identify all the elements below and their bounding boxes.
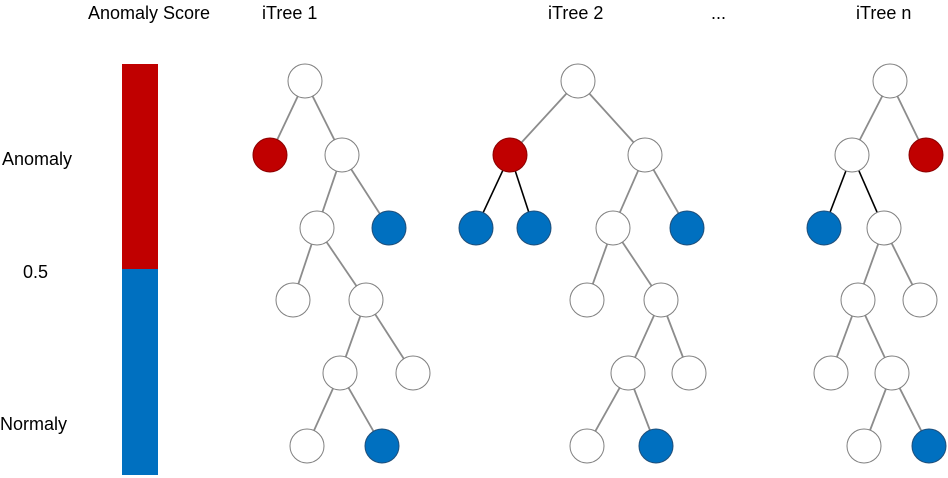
itree-2-edge (619, 170, 639, 213)
itree-2-edge (634, 315, 655, 358)
itree-1-normal-node (364, 428, 400, 464)
itree-2-node (560, 63, 596, 99)
itree-n-edge (898, 387, 923, 432)
itree-n-node (840, 282, 876, 318)
itree-2-normal-node (458, 210, 494, 246)
itree-n-title: iTree n (856, 3, 912, 23)
itree-n-edge (829, 170, 847, 213)
itree-1-title: iTree 1 (262, 3, 318, 23)
itree-1-node (395, 355, 431, 391)
itree-1-anomaly-node (252, 137, 288, 173)
tree-edges (276, 92, 923, 432)
itree-1-edge (276, 95, 299, 141)
itree-2-edge (594, 387, 621, 432)
itree-n-edge (869, 388, 887, 431)
ellipsis-label: ... (711, 3, 727, 23)
itree-1-node (299, 210, 335, 246)
itree-n-node (902, 282, 938, 318)
itree-2-edge (514, 170, 530, 213)
itree-2-edge (621, 241, 653, 287)
itree-2-normal-node (516, 210, 552, 246)
itree-n-edge (890, 242, 914, 286)
itree-2-edge (591, 243, 609, 285)
itree-1-node (324, 137, 360, 173)
itree-1-edge (344, 315, 362, 358)
itree-2-normal-node (638, 428, 674, 464)
itree-2-node (569, 428, 605, 464)
itree-n-node (834, 137, 870, 173)
itree-1-edge (321, 170, 338, 213)
threshold-value-label: 0.5 (23, 262, 49, 282)
itree-n-node (874, 355, 910, 391)
itree-2-node (643, 282, 679, 318)
itree-n-edge (864, 315, 886, 358)
itree-1-edge (313, 388, 334, 431)
itree-2-edge (482, 170, 504, 213)
itree-1-node (289, 428, 325, 464)
itree-n-normal-node (911, 428, 947, 464)
itree-1-node (287, 63, 323, 99)
itree-2-node (627, 137, 663, 173)
itree-2-edge (652, 169, 680, 214)
itree-n-edge (858, 170, 878, 213)
itree-2-edge (666, 315, 684, 358)
itree-1-edge (297, 243, 313, 285)
itree-n-normal-node (806, 210, 842, 246)
itree-2-edge (588, 92, 635, 144)
itree-1-edge (374, 313, 405, 360)
itree-2-node (569, 282, 605, 318)
itree-1-node (275, 282, 311, 318)
anomaly-score-bar-normal-segment (122, 269, 158, 475)
itree-n-anomaly-node (908, 137, 944, 173)
itree-n-node (866, 210, 902, 246)
itree-2-node (595, 210, 631, 246)
anomaly-score-title: Anomaly Score (88, 3, 211, 23)
itree-1-edge (311, 95, 336, 141)
itree-2-anomaly-node (492, 137, 528, 173)
normal-label: Normaly (0, 414, 68, 434)
itree-1-edge (347, 387, 375, 432)
anomaly-score-bar-anomaly-segment (122, 64, 158, 269)
itree-n-edge (896, 95, 920, 141)
anomaly-label: Anomaly (2, 149, 73, 169)
itree-1-normal-node (371, 210, 407, 246)
itree-n-edge (836, 315, 853, 358)
itree-1-node (348, 282, 384, 318)
itree-n-node (872, 63, 908, 99)
itree-1-edge (350, 168, 381, 215)
itree-2-normal-node (669, 210, 705, 246)
itree-2-node (610, 355, 646, 391)
tree-nodes (252, 63, 947, 464)
itree-2-edge (633, 388, 651, 431)
itree-n-node (813, 355, 849, 391)
itree-n-node (846, 428, 882, 464)
itree-1-node (322, 355, 358, 391)
itree-n-edge (862, 243, 880, 285)
itree-2-node (671, 355, 707, 391)
itree-2-edge (520, 92, 568, 144)
itree-n-edge (858, 95, 884, 141)
itree-1-edge (325, 241, 358, 287)
itree-2-title: iTree 2 (548, 3, 604, 23)
